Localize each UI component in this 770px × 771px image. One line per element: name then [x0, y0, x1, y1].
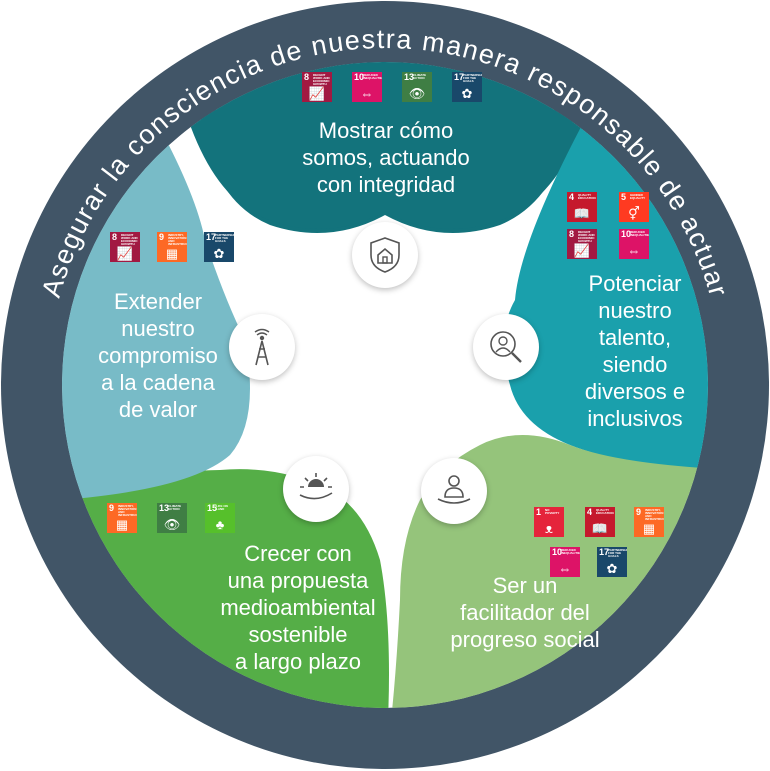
sdg-glyph-icon: 📈	[116, 246, 134, 261]
sdg-number: 8	[569, 229, 575, 239]
sdg-caption: QUALITY EDUCATION	[578, 193, 596, 200]
sdg-17-icon: 17PARTNERSHIPS FOR THE GOALS ✿	[452, 72, 482, 102]
shield-house-icon	[352, 222, 418, 288]
sdg-number: 10	[621, 229, 632, 239]
sdg-number: 17	[206, 232, 217, 242]
sdg-caption: REDUCED INEQUALITIES	[363, 73, 382, 80]
sdg-number: 4	[587, 507, 593, 517]
segment-bottom-right-label: Ser un facilitador del progreso social	[450, 573, 600, 652]
sdg-caption: QUALITY EDUCATION	[596, 508, 614, 515]
sdg-number: 9	[109, 503, 115, 513]
sdg-number: 17	[599, 547, 610, 557]
sdg-caption: CLIMATE ACTION	[168, 504, 182, 511]
segment-left-label: Extender nuestro compromiso a la cadena …	[98, 289, 218, 422]
sdg-glyph-icon: 📈	[308, 86, 326, 101]
antenna-tower-icon	[229, 314, 295, 380]
sdg-caption: DECENT WORK AND ECONOMIC GROWTH	[313, 73, 330, 86]
sdg-17-icon: 17PARTNERSHIPS FOR THE GOALS ✿	[204, 232, 234, 262]
segment-top-area	[150, 62, 620, 230]
sdg-caption: INDUSTRY, INNOVATION AND INFRASTRUCTURE	[168, 233, 187, 246]
sdg-number: 10	[354, 72, 365, 82]
sdg-caption: CLIMATE ACTION	[413, 73, 427, 80]
sdg-number: 10	[552, 547, 563, 557]
sdg-caption: PARTNERSHIPS FOR THE GOALS	[463, 73, 482, 83]
sdg-caption: PARTNERSHIPS FOR THE GOALS	[608, 548, 627, 558]
hand-person-icon	[421, 458, 487, 524]
person-magnifier-icon	[473, 314, 539, 380]
sdg-caption: NO POVERTY	[545, 508, 560, 515]
sdg-glyph-icon: ⇔	[558, 561, 572, 576]
sdg-glyph-icon: ✿	[461, 86, 473, 101]
sdg-caption: PARTNERSHIPS FOR THE GOALS	[215, 233, 234, 243]
sdg-glyph-icon: ⇔	[627, 243, 641, 258]
sdg-caption: REDUCED INEQUALITIES	[561, 548, 580, 555]
segment-right-label: Potenciar nuestro talento, siendo divers…	[584, 271, 686, 431]
sdg-glyph-icon: ▦	[642, 521, 656, 536]
sdg-number: 4	[569, 192, 575, 202]
sdg-number: 13	[404, 72, 415, 82]
sdg-number: 8	[304, 72, 310, 82]
sdg-glyph-icon: 📈	[573, 243, 591, 258]
sdg-glyph-icon: ⇔	[360, 86, 374, 101]
center-disc	[285, 285, 485, 485]
sdg-glyph-icon: 📖	[573, 206, 591, 221]
sdg-glyph-icon: 📖	[591, 521, 609, 536]
sdg-caption: DECENT WORK AND ECONOMIC GROWTH	[121, 233, 138, 246]
sdg-number: 5	[621, 192, 627, 202]
sdg-number: 13	[159, 503, 170, 513]
sdg-number: 9	[159, 232, 165, 242]
sdg-glyph-icon: ▦	[115, 517, 129, 532]
sdg-caption: INDUSTRY, INNOVATION AND INFRASTRUCTURE	[118, 504, 137, 517]
sdg-glyph-icon: ♣	[215, 517, 225, 532]
sdg-number: 1	[536, 507, 542, 517]
sdg-number: 8	[112, 232, 118, 242]
sdg-glyph-icon: ✿	[213, 246, 225, 261]
sdg-glyph-icon: 👁	[163, 517, 181, 532]
sun-hand-icon	[283, 456, 349, 522]
sdg-caption: DECENT WORK AND ECONOMIC GROWTH	[578, 230, 595, 243]
sdg-17-icon: 17PARTNERSHIPS FOR THE GOALS ✿	[597, 547, 627, 577]
sdg-caption: LIFE ON LAND	[216, 504, 228, 511]
sdg-glyph-icon: ✿	[606, 561, 618, 576]
sdg-glyph-icon: 👁	[408, 86, 426, 101]
sdg-number: 9	[636, 507, 642, 517]
sdg-caption: GENDER EQUALITY	[630, 193, 646, 200]
sdg-caption: INDUSTRY, INNOVATION AND INFRASTRUCTURE	[645, 508, 664, 521]
sdg-number: 17	[454, 72, 465, 82]
segment-top-label: Mostrar cómo somos, actuando con integri…	[302, 118, 470, 197]
sdg-glyph-icon: ⚥	[628, 206, 640, 221]
sdg-glyph-icon: ᴥ	[545, 521, 553, 536]
segment-bottom-left-label: Crecer con una propuesta medioambiental …	[220, 541, 376, 674]
sdg-caption: REDUCED INEQUALITIES	[630, 230, 649, 237]
sdg-glyph-icon: ▦	[165, 246, 179, 261]
sdg-number: 15	[207, 503, 218, 513]
